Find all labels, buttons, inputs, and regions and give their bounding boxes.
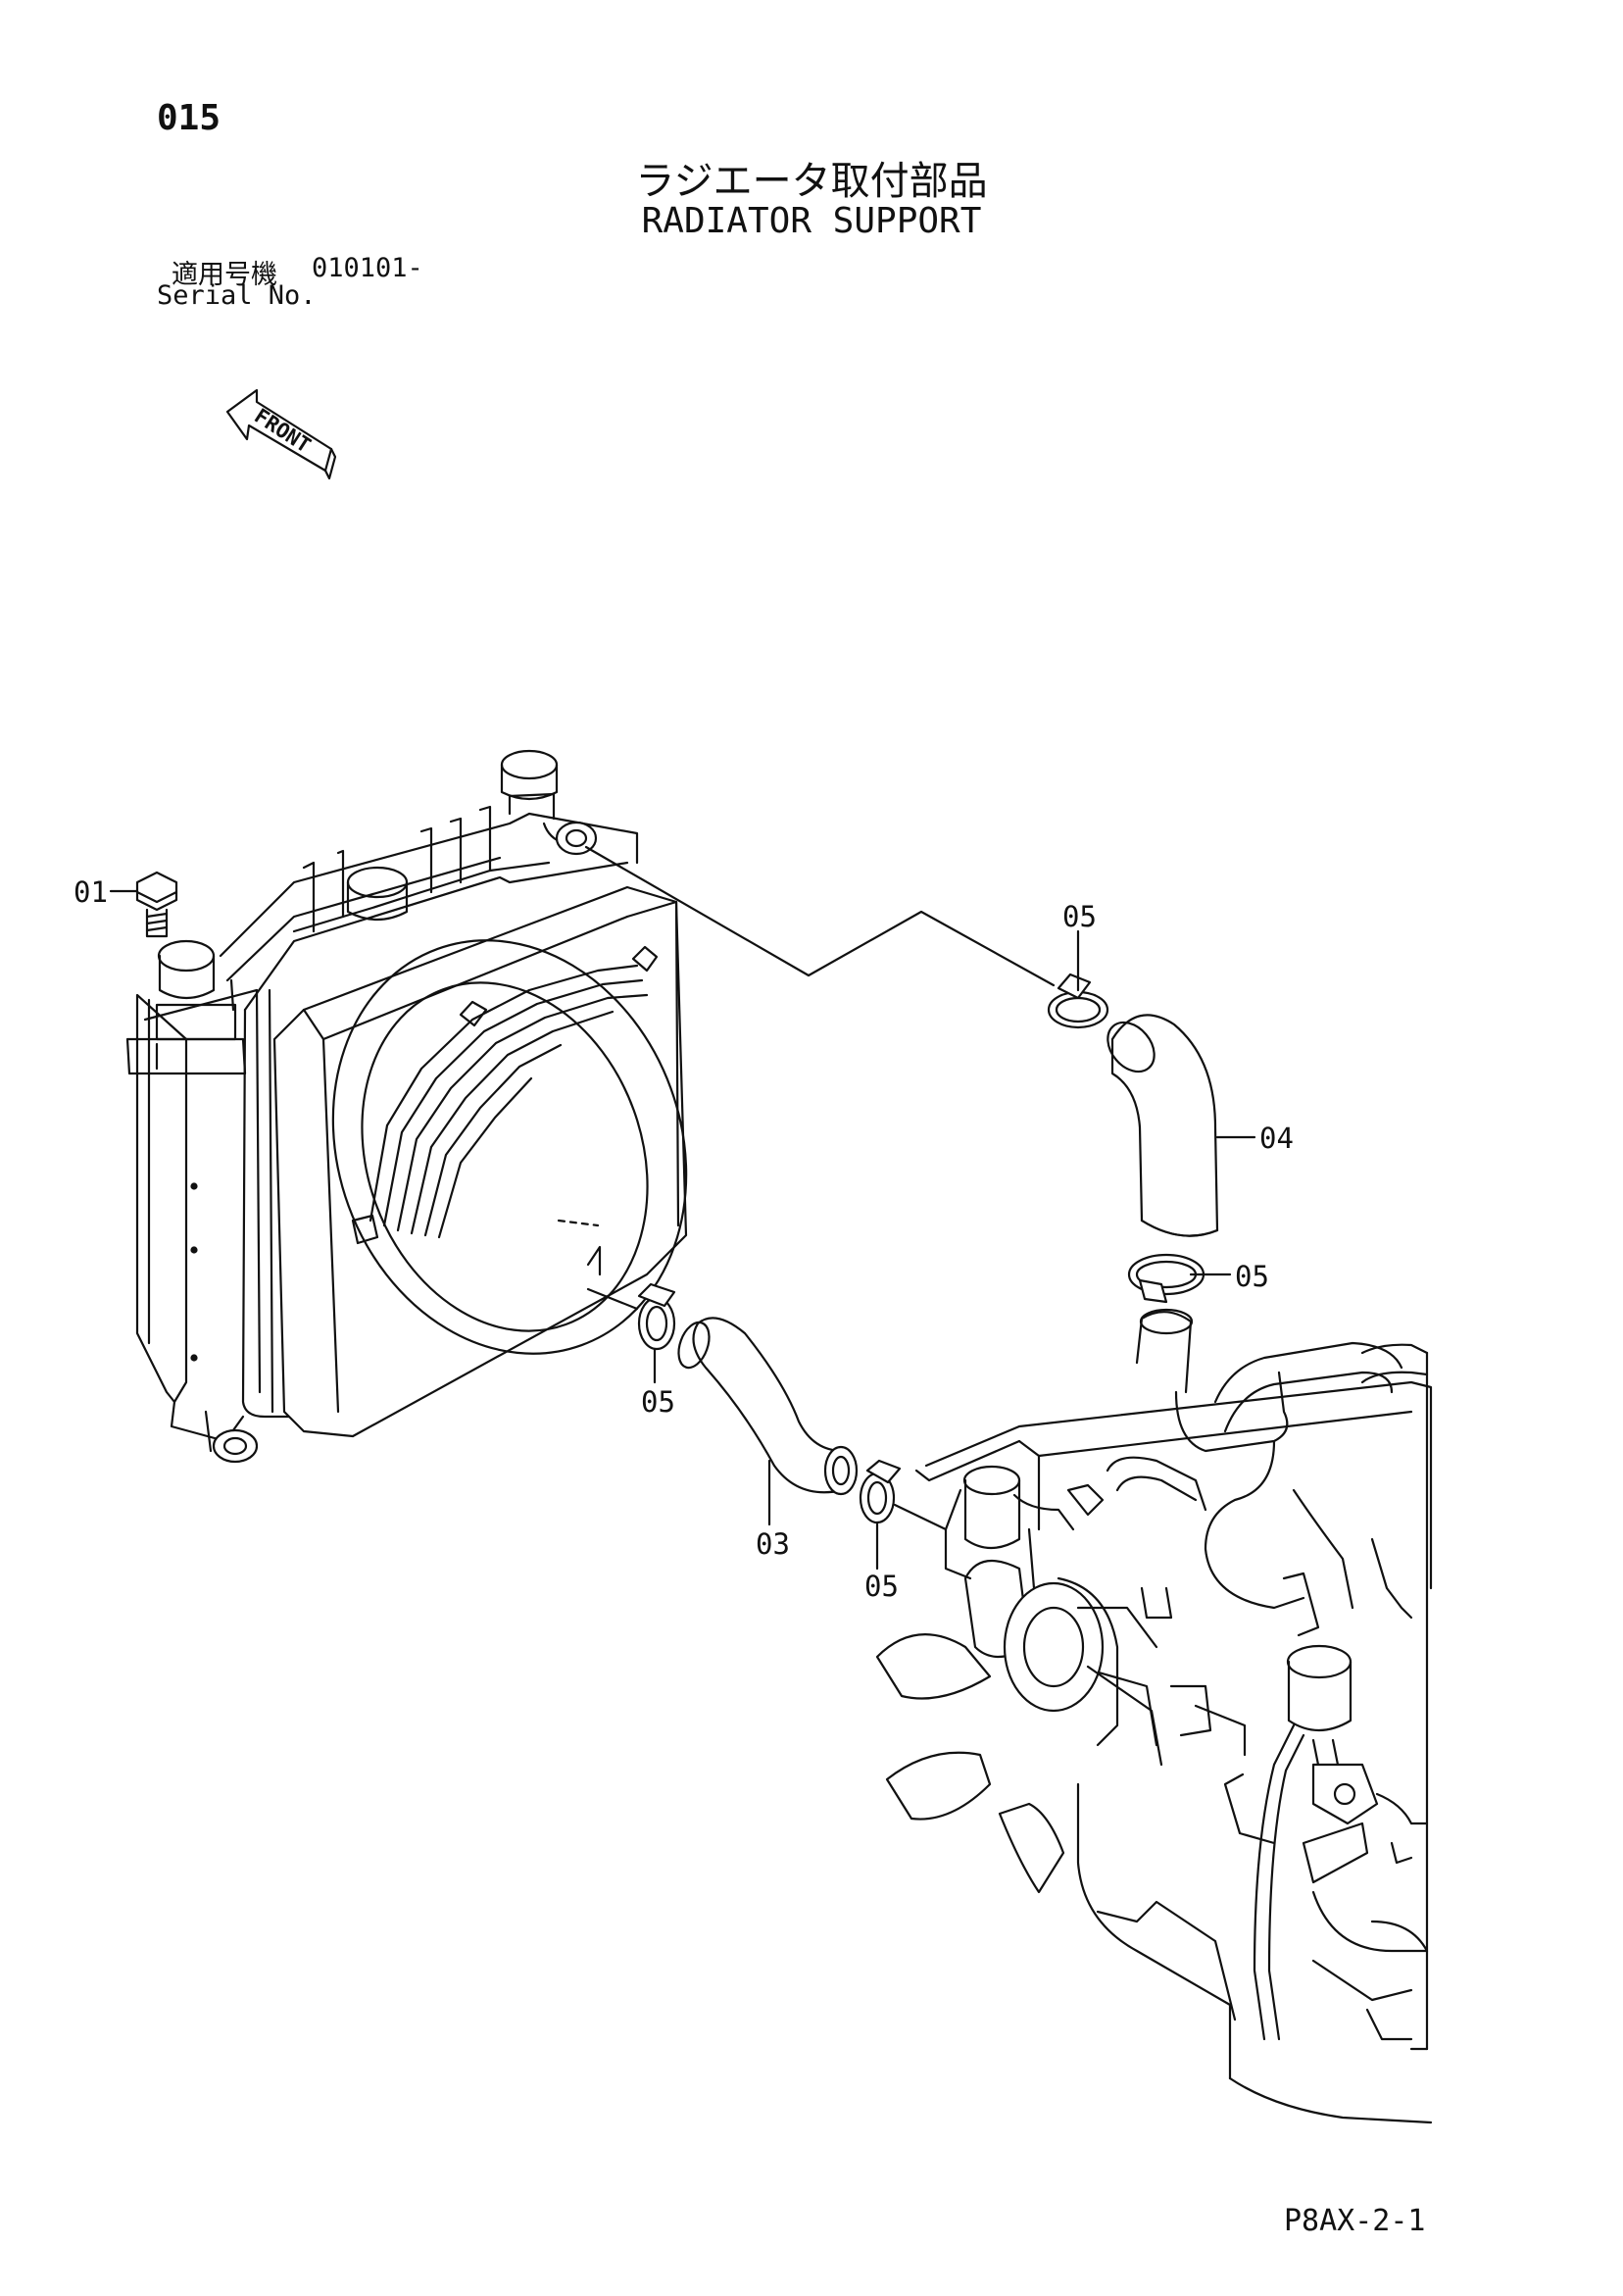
page-number: 015 [157,98,221,138]
callout-05-upper: 05 [1062,900,1097,933]
callout-01: 01 [74,875,108,909]
page-title-japanese: ラジエータ取付部品 [635,159,988,204]
serial-label-japanese: 適用号機 [172,260,277,290]
callout-05-lower-left: 05 [641,1385,675,1419]
engine-assembly [875,1308,1433,2124]
hose-clamp-upper [1047,973,1109,1029]
radiator-assembly [125,749,688,1464]
page-title-english: RADIATOR SUPPORT [641,201,982,241]
callout-05-middle: 05 [1235,1260,1269,1293]
upper-hose [1107,1014,1219,1237]
lower-hose [677,1317,859,1496]
hose-clamp-lower-right [859,1459,948,1531]
serial-label-english: Serial No. [157,280,317,311]
callout-leaders [109,889,1256,1571]
bolt [135,871,178,938]
hose-clamp-lower-left [586,1282,676,1351]
callout-03: 03 [756,1527,790,1561]
front-arrow: FRONT [225,388,337,480]
callout-05-lower-right: 05 [864,1570,899,1603]
document-code: P8AX-2-1 [1284,2204,1426,2238]
serial-number: 010101- [312,253,423,283]
hose-clamp-middle [1127,1253,1205,1304]
upper-hose-leader-line [584,845,1056,987]
callout-04: 04 [1259,1122,1294,1155]
